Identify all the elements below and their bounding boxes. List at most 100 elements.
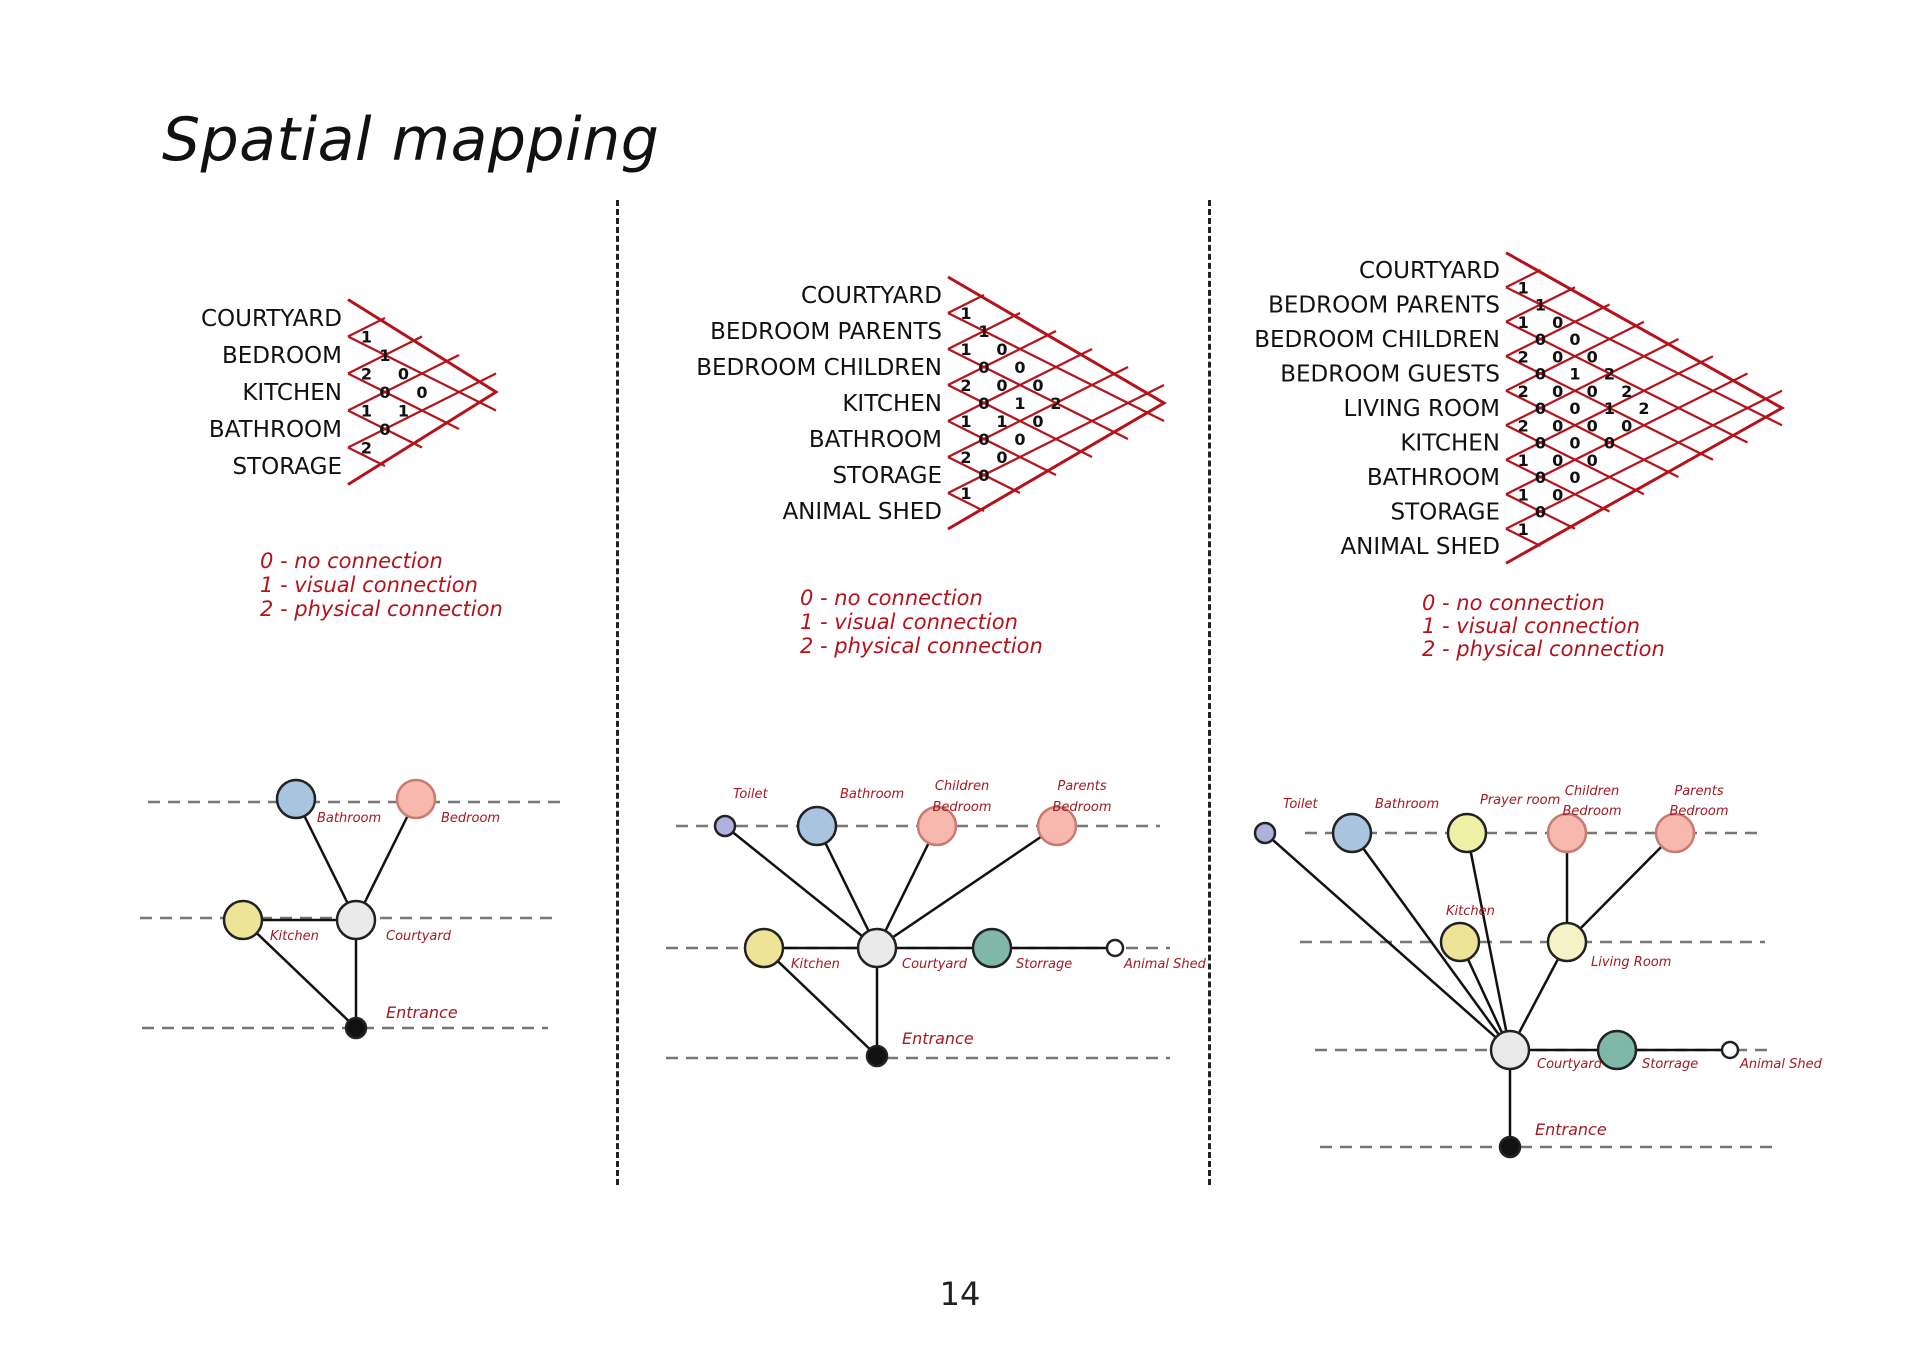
matrix-cell-value: 2 (1621, 382, 1632, 401)
room-node-toilet (713, 814, 737, 838)
matrix-gridline (947, 366, 1129, 458)
room-node-storage (1596, 1029, 1638, 1071)
room-label: KITCHEN (1400, 431, 1500, 457)
matrix-gridline (1505, 320, 1645, 392)
room-node-label: Living Room (1591, 955, 1671, 970)
room-node-prayer (1446, 812, 1488, 854)
panel-divider-2 (1208, 200, 1211, 1185)
connection-edge (1350, 832, 1512, 1051)
connection-edge (876, 824, 1058, 950)
room-label: KITCHEN (842, 391, 942, 417)
room-node-shed (1720, 1040, 1740, 1060)
matrix-gridline (1505, 372, 1748, 496)
matrix-cell-value: 0 (1552, 313, 1563, 332)
matrix-cell-value: 2 (1050, 394, 1061, 413)
room-node-label: Toilet (733, 787, 769, 802)
matrix-cell-value: 0 (978, 466, 989, 485)
matrix-cell-value: 0 (1587, 347, 1598, 366)
matrix-gridline (347, 372, 460, 430)
matrix-cell-value: 1 (960, 340, 971, 359)
room-label: COURTYARD (201, 306, 342, 332)
matrix-cell-value: 1 (996, 412, 1007, 431)
room-node-living (1546, 921, 1588, 963)
matrix-cell-value: 1 (978, 322, 989, 341)
matrix-cell-value: 0 (416, 383, 427, 402)
matrix-outline (947, 275, 1167, 531)
matrix-cell-value: 0 (1621, 416, 1632, 435)
matrix-cell-value: 0 (1535, 434, 1546, 453)
connection-edge (875, 825, 939, 949)
room-node-children (916, 805, 958, 847)
room-label: BEDROOM PARENTS (710, 319, 942, 345)
room-node-label: Entrance (1535, 1120, 1607, 1139)
room-node-entrance (865, 1044, 889, 1068)
matrix-gridline (1505, 320, 1748, 444)
room-node-courtyard (1489, 1029, 1531, 1071)
room-node-label: Prayer room (1480, 793, 1560, 808)
matrix-cell-value: 2 (1604, 365, 1615, 384)
matrix-gridline (1505, 458, 1610, 513)
room-node-label: Parents (1674, 784, 1723, 799)
matrix-gridline (947, 294, 985, 314)
matrix-cell-value: 2 (1518, 416, 1529, 435)
connection-edge (354, 798, 418, 921)
room-node-label: Entrance (386, 1003, 458, 1022)
matrix-gridline (1505, 286, 1576, 323)
room-label: BEDROOM (222, 343, 342, 369)
matrix-cell-value: 1 (361, 328, 372, 347)
room-node-label: Children (1565, 784, 1619, 799)
matrix-gridline (947, 492, 985, 512)
room-label: STORAGE (233, 454, 343, 480)
matrix-gridline (1505, 389, 1679, 478)
connection-edge (724, 825, 878, 949)
matrix-gridline (1505, 527, 1541, 547)
matrix-cell-value: 0 (978, 358, 989, 377)
connection-edge (1508, 941, 1569, 1051)
matrix-cell-value: 1 (1518, 451, 1529, 470)
room-node-children (1546, 812, 1588, 854)
room-node-shed (1105, 938, 1125, 958)
matrix-cell-value: 0 (978, 430, 989, 449)
matrix-cell-value: 0 (1014, 430, 1025, 449)
room-node-label: Bedroom (1669, 804, 1728, 819)
room-node-label: Storrage (1642, 1057, 1698, 1072)
legend-entry: 1 - visual connection (1422, 614, 1640, 638)
matrix-cell-value: 1 (960, 484, 971, 503)
matrix-gridline (947, 330, 1057, 386)
room-node-label: Kitchen (791, 957, 840, 972)
room-label: BEDROOM CHILDREN (1254, 327, 1500, 353)
room-node-entrance (1498, 1135, 1522, 1159)
matrix-gridline (1505, 338, 1679, 427)
room-node-label: Bedroom (1052, 800, 1111, 815)
room-node-bathroom (275, 778, 317, 820)
matrix-cell-value: 0 (1032, 412, 1043, 431)
panel-1: COURTYARDBEDROOMKITCHENBATHROOMSTORAGE12… (140, 298, 560, 1040)
room-node-label: Entrance (902, 1029, 974, 1048)
legend-entry: 1 - visual connection (260, 573, 478, 597)
matrix-gridline (347, 372, 497, 449)
legend-entry: 2 - physical connection (800, 634, 1043, 658)
matrix-gridline (347, 446, 386, 467)
matrix-cell-value: 0 (1569, 330, 1580, 349)
room-label: ANIMAL SHED (1340, 534, 1500, 560)
matrix-cell-value: 1 (1518, 278, 1529, 297)
room-label: BEDROOM GUESTS (1280, 362, 1500, 388)
room-node-label: Animal Shed (1739, 1057, 1823, 1072)
room-node-label: Kitchen (270, 929, 319, 944)
matrix-cell-value: 0 (1535, 503, 1546, 522)
room-node-courtyard (856, 927, 898, 969)
matrix-cell-value: 0 (1032, 376, 1043, 395)
room-node-label: Toilet (1283, 797, 1319, 812)
room-node-parents (1036, 805, 1078, 847)
room-label: BATHROOM (1367, 465, 1500, 491)
matrix-cell-value: 2 (960, 448, 971, 467)
room-node-label: Courtyard (902, 957, 968, 972)
room-label: ANIMAL SHED (782, 499, 942, 525)
matrix-cell-value: 0 (1552, 347, 1563, 366)
